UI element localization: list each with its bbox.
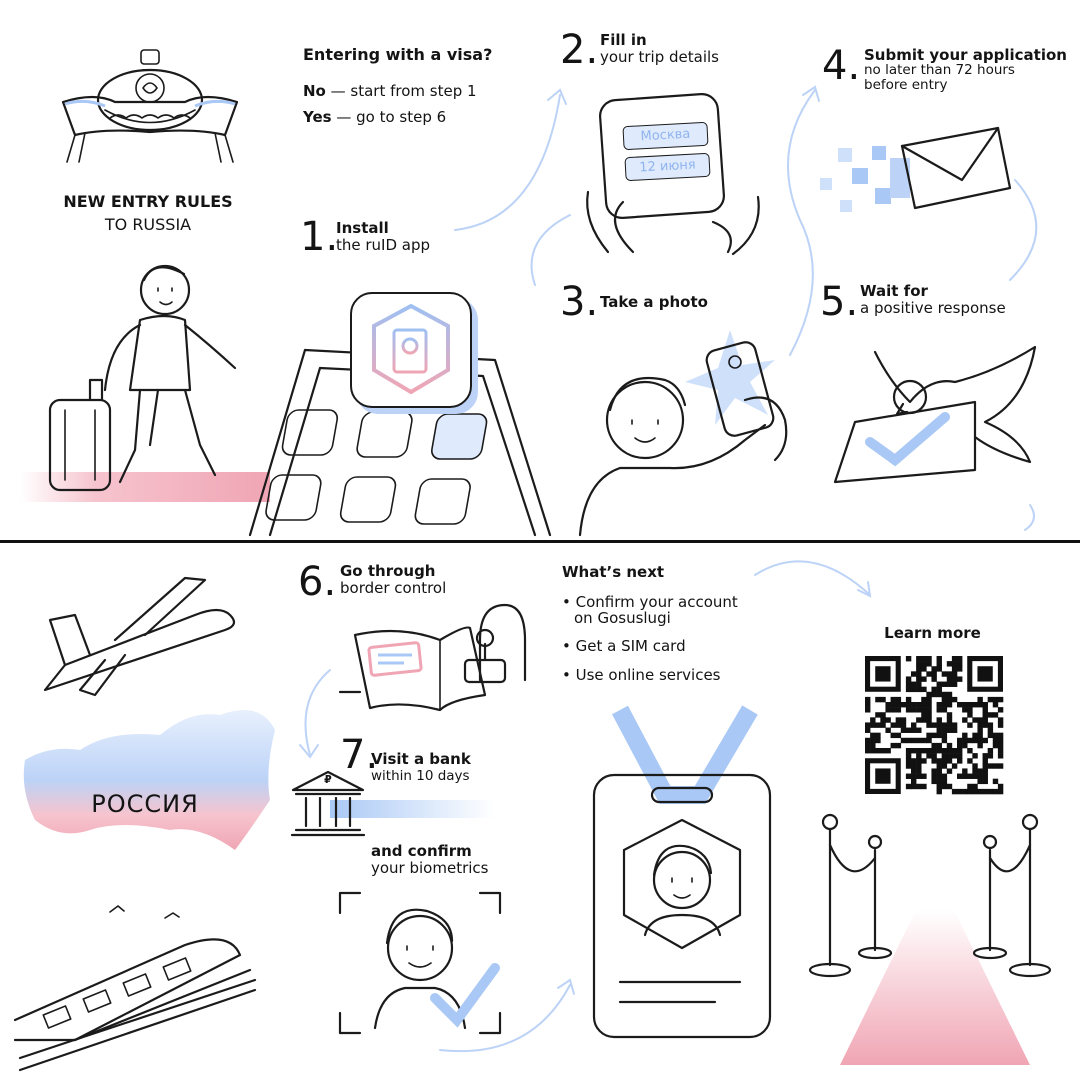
visa-question: Entering with a visa? bbox=[303, 45, 493, 64]
passport-stamp-illustration bbox=[338, 603, 527, 712]
passport-hexagon-icon bbox=[372, 303, 450, 395]
flow-arrows-top bbox=[454, 85, 1038, 531]
airplane-illustration bbox=[43, 576, 236, 697]
whats-next-item: • Confirm your account bbox=[562, 593, 738, 611]
step-6-title: Go through bbox=[340, 562, 436, 580]
step-5-number: 5. bbox=[820, 279, 859, 325]
whats-next-list: • Confirm your account on Gosuslugi • Ge… bbox=[562, 594, 738, 683]
whats-next-item-2: Get a SIM card bbox=[575, 637, 686, 655]
bank-blue-stripe bbox=[330, 800, 495, 818]
step-2-label: Fill in your trip details bbox=[600, 32, 719, 66]
ruid-app-icon[interactable] bbox=[350, 292, 472, 408]
visa-no-label: No bbox=[303, 82, 326, 100]
learn-more-label: Learn more bbox=[884, 624, 981, 642]
step-4-number: 4. bbox=[822, 43, 861, 89]
step-2-number: 2. bbox=[560, 27, 599, 73]
step-3-title: Take a photo bbox=[600, 293, 708, 311]
traveler-illustration bbox=[48, 264, 237, 492]
selfie-illustration bbox=[578, 330, 788, 537]
step-6-label: Go through border control bbox=[340, 563, 446, 597]
bank-building-illustration bbox=[290, 770, 366, 837]
stanchions-illustration bbox=[808, 813, 1052, 978]
step-2-title: Fill in bbox=[600, 31, 647, 49]
step-6-text: border control bbox=[340, 579, 447, 597]
bread-towel-illustration bbox=[61, 49, 239, 163]
step-7-label: Visit a bank within 10 days bbox=[371, 751, 471, 785]
main-subtitle: TO RUSSIA bbox=[104, 215, 192, 234]
step-1-label: Install the ruID app bbox=[336, 220, 430, 254]
dove-letter-illustration bbox=[833, 345, 1037, 484]
flow-arrows-bottom bbox=[299, 560, 872, 1053]
visa-no-text: — start from step 1 bbox=[325, 82, 477, 100]
face-scan-illustration bbox=[338, 891, 502, 1035]
train-illustration bbox=[13, 905, 257, 1072]
biometrics-title: and confirm bbox=[371, 842, 472, 860]
step-1-text: the ruID app bbox=[336, 236, 431, 254]
biometrics-label: and confirm your biometrics bbox=[371, 843, 488, 877]
step-3-label: Take a photo bbox=[600, 294, 708, 311]
step-5-text: a positive response bbox=[860, 299, 1006, 317]
step-6-number: 6. bbox=[298, 559, 337, 605]
red-floor-strip bbox=[20, 472, 270, 502]
qr-code[interactable] bbox=[865, 656, 1004, 795]
step-5-title: Wait for bbox=[860, 282, 928, 300]
whats-next-item-3: Use online services bbox=[575, 666, 721, 684]
step-4-label: Submit your application no later than 72… bbox=[864, 48, 1067, 93]
visa-yes-line: Yes — go to step 6 bbox=[303, 108, 446, 126]
ruble-symbol: ₽ bbox=[324, 773, 332, 786]
visa-no-line: No — start from step 1 bbox=[303, 82, 477, 100]
step-5-label: Wait for a positive response bbox=[860, 283, 1006, 317]
russia-map-label: РОССИЯ bbox=[91, 790, 199, 818]
step-7-text: within 10 days bbox=[371, 768, 470, 784]
visa-yes-label: Yes bbox=[303, 108, 332, 126]
whats-next-item: on Gosuslugi bbox=[574, 609, 671, 627]
step-7-title: Visit a bank bbox=[371, 750, 471, 768]
step-4-text-2: before entry bbox=[864, 77, 948, 93]
envelope-flying-illustration bbox=[820, 126, 1012, 212]
whats-next-item: • Use online services bbox=[562, 666, 721, 684]
phone-hands-illustration bbox=[586, 93, 760, 256]
whats-next-item-1: Confirm your account bbox=[575, 593, 738, 611]
step-4-title: Submit your application bbox=[864, 46, 1067, 64]
step-1-title: Install bbox=[336, 219, 389, 237]
step-2-text: your trip details bbox=[600, 48, 719, 66]
russia-map-illustration bbox=[23, 710, 275, 850]
whats-next-item: • Get a SIM card bbox=[562, 637, 686, 655]
step-1-number: 1. bbox=[300, 214, 339, 260]
section-divider bbox=[0, 540, 1080, 543]
main-title: NEW ENTRY RULES bbox=[63, 192, 233, 211]
biometrics-text: your biometrics bbox=[371, 859, 489, 877]
step-4-text: no later than 72 hours bbox=[864, 62, 1015, 78]
step-3-number: 3. bbox=[560, 279, 599, 325]
step-7-number: 7. bbox=[340, 732, 379, 778]
visa-yes-text: — go to step 6 bbox=[331, 108, 447, 126]
id-badge-illustration bbox=[592, 705, 772, 1039]
whats-next-title: What’s next bbox=[562, 563, 665, 581]
